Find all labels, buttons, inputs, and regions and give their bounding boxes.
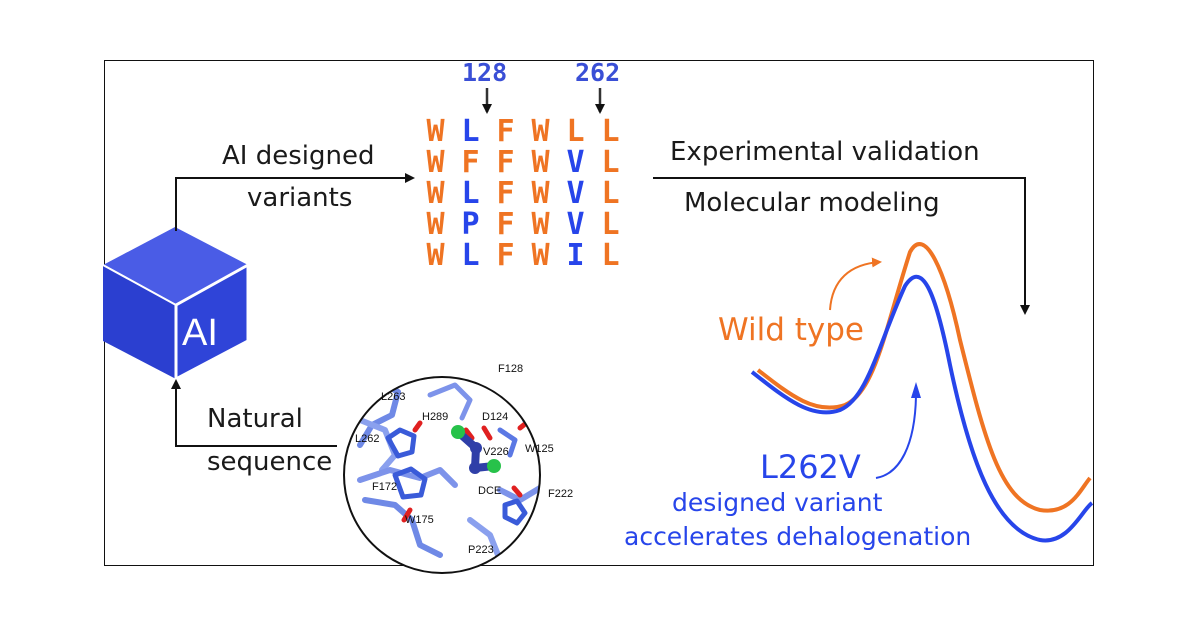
- residue: W: [426, 238, 445, 273]
- ai-cube-icon: [102, 227, 250, 382]
- variants-label: variants: [247, 183, 353, 213]
- reaction-energy-curves: [750, 242, 1094, 543]
- residue-label: V226: [483, 446, 509, 458]
- residue: F: [496, 114, 515, 149]
- ai-label: AI: [182, 312, 218, 354]
- residue: V: [566, 176, 585, 211]
- residue: L: [601, 145, 620, 180]
- residue: F: [496, 207, 515, 242]
- residue-label: L263: [381, 391, 405, 403]
- residue: L: [601, 176, 620, 211]
- residue: L: [461, 238, 480, 273]
- residue: L: [461, 114, 480, 149]
- residue: F: [496, 238, 515, 273]
- residue: I: [566, 238, 585, 273]
- residue: V: [566, 207, 585, 242]
- residue: W: [426, 145, 445, 180]
- natural-label: Natural: [207, 404, 303, 434]
- mutant-label: L262V: [760, 448, 861, 486]
- molecular-modeling-label: Molecular modeling: [684, 188, 940, 218]
- experimental-validation-label: Experimental validation: [670, 137, 980, 167]
- wild-type-label: Wild type: [718, 312, 864, 348]
- residue: F: [496, 176, 515, 211]
- residue-label: H289: [422, 411, 448, 423]
- residue-label: DCE: [478, 485, 501, 497]
- residue-label: D124: [482, 411, 508, 423]
- residue: L: [601, 207, 620, 242]
- residue: W: [531, 114, 550, 149]
- residue: W: [531, 176, 550, 211]
- position-marker-262: 262: [575, 58, 621, 87]
- ai-designed-label: AI designed: [222, 141, 375, 171]
- residue: P: [461, 207, 480, 242]
- residue-label: F172: [372, 481, 397, 493]
- residue-label: W125: [525, 443, 554, 455]
- sequence-label: sequence: [207, 447, 333, 477]
- residue: L: [601, 238, 620, 273]
- residue-label: W175: [405, 514, 434, 526]
- residue-label: F128: [498, 363, 523, 375]
- residue-label: F222: [548, 488, 573, 500]
- residue: W: [426, 176, 445, 211]
- mutant-description-line1: designed variant: [672, 488, 883, 517]
- position-marker-128: 128: [462, 58, 508, 87]
- residue: W: [426, 207, 445, 242]
- residue-label: P223: [468, 544, 494, 556]
- residue: W: [531, 145, 550, 180]
- residue: W: [531, 207, 550, 242]
- residue: L: [566, 114, 585, 149]
- mutant-curve: [750, 274, 1094, 543]
- residue: F: [496, 145, 515, 180]
- mutant-arrow-head: [911, 382, 921, 398]
- mutant-description-line2: accelerates dehalogenation: [624, 522, 972, 551]
- residue: W: [426, 114, 445, 149]
- connector-arrows: [171, 88, 1030, 447]
- residue: L: [601, 114, 620, 149]
- residue: V: [566, 145, 585, 180]
- residue: L: [461, 176, 480, 211]
- residue: F: [461, 145, 480, 180]
- residue-label: L262: [355, 433, 379, 445]
- residue: W: [531, 238, 550, 273]
- protein-structure-inset: F128 L263 H289 D124 L262 W125 V226 DCE F…: [343, 363, 573, 574]
